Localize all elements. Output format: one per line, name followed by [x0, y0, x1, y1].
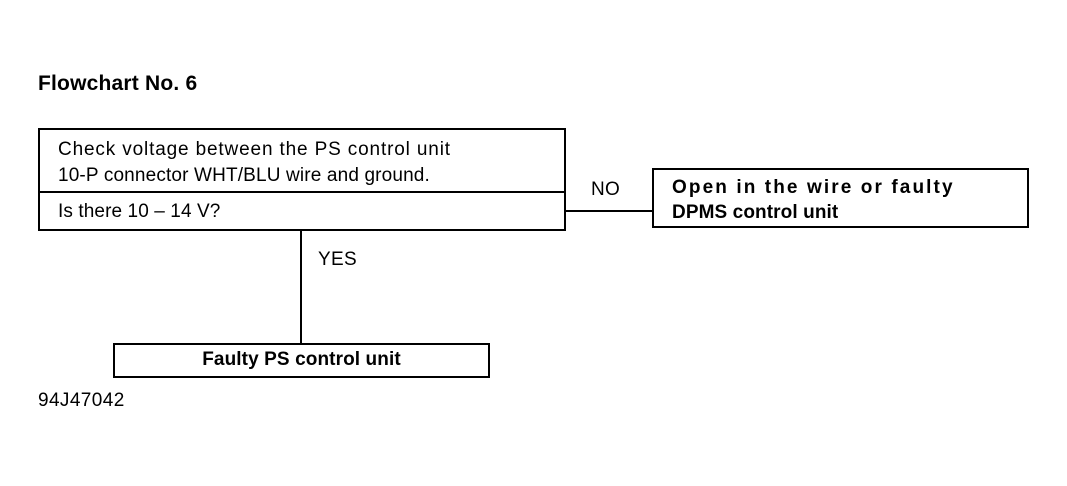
page-title: Flowchart No. 6 — [38, 72, 198, 95]
connector-no-branch — [566, 210, 654, 212]
footer-reference-code: 94J47042 — [38, 390, 125, 411]
result-box-yes-outcome: Faulty PS control unit — [113, 343, 490, 378]
decision-instruction-line-2: 10-P connector WHT/BLU wire and ground. — [58, 165, 430, 186]
no-outcome-line-2: DPMS control unit — [672, 202, 839, 223]
yes-outcome-text: Faulty PS control unit — [202, 349, 401, 370]
decision-box: Check voltage between the PS control uni… — [38, 128, 566, 231]
no-outcome-line-1: Open in the wire or faulty — [672, 177, 955, 198]
decision-question-section: Is there 10 – 14 V? — [40, 193, 564, 229]
decision-instruction-section: Check voltage between the PS control uni… — [40, 130, 564, 193]
decision-question-text: Is there 10 – 14 V? — [58, 201, 221, 222]
connector-yes-branch — [300, 231, 302, 344]
result-box-no-outcome: Open in the wire or faulty DPMS control … — [652, 168, 1029, 228]
branch-label-yes: YES — [318, 249, 357, 270]
decision-instruction-line-1: Check voltage between the PS control uni… — [58, 139, 451, 160]
branch-label-no: NO — [591, 179, 621, 200]
